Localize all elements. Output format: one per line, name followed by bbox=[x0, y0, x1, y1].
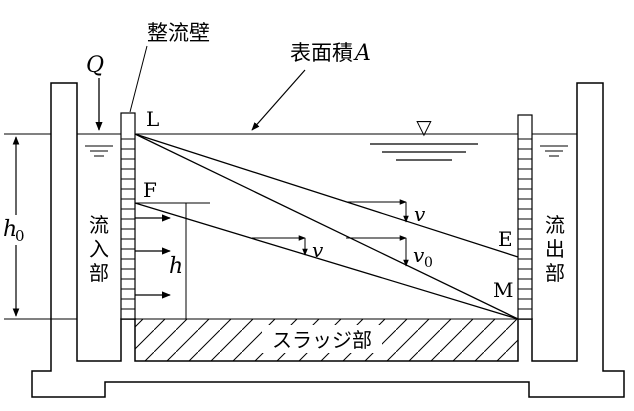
svg-text:流: 流 bbox=[545, 213, 565, 237]
water-level-mark-right bbox=[540, 145, 568, 157]
svg-text:流: 流 bbox=[89, 213, 109, 237]
svg-text:出: 出 bbox=[545, 237, 565, 261]
point-F-label: F bbox=[143, 178, 157, 202]
velocity-v-lower bbox=[252, 235, 308, 256]
svg-text:部: 部 bbox=[89, 261, 109, 285]
svg-text:入: 入 bbox=[89, 237, 109, 261]
flow-label: Q bbox=[86, 53, 104, 78]
inlet-label: 流 入 部 bbox=[89, 213, 109, 285]
point-E-label: E bbox=[498, 227, 513, 251]
inlet-baffle bbox=[120, 112, 136, 320]
outlet-baffle bbox=[517, 114, 533, 320]
trajectories bbox=[134, 133, 519, 320]
surface-area-leader bbox=[251, 69, 306, 131]
sludge-label: スラッジ部 bbox=[272, 328, 372, 352]
svg-text:▽: ▽ bbox=[416, 115, 432, 139]
velocity-v-lower-label: v bbox=[312, 238, 324, 262]
surface-area-label: 表面積 bbox=[290, 41, 353, 65]
depth-h-label: h bbox=[169, 254, 183, 279]
point-L-label: L bbox=[146, 107, 159, 131]
svg-text:部: 部 bbox=[545, 261, 565, 285]
water-level-mark-left bbox=[85, 145, 113, 157]
velocity-v-upper bbox=[347, 199, 409, 223]
velocity-v0 bbox=[346, 235, 409, 267]
surface-area-symbol: A bbox=[353, 41, 371, 66]
inflow-arrows bbox=[135, 214, 171, 299]
velocity-v-upper-label: v bbox=[414, 202, 426, 226]
depth-total-subscript: 0 bbox=[15, 227, 25, 245]
baffle-leader bbox=[129, 45, 148, 113]
point-M-label: M bbox=[493, 278, 513, 302]
velocity-v0-subscript: 0 bbox=[424, 255, 433, 271]
depth-total-label: h bbox=[3, 217, 17, 242]
water-surface-marker: ▽ bbox=[370, 115, 478, 161]
outlet-label: 流 出 部 bbox=[545, 213, 565, 285]
velocity-v0-label: v bbox=[413, 243, 425, 267]
sludge-label-backdrop bbox=[262, 325, 382, 353]
baffle-label: 整流壁 bbox=[147, 21, 210, 45]
